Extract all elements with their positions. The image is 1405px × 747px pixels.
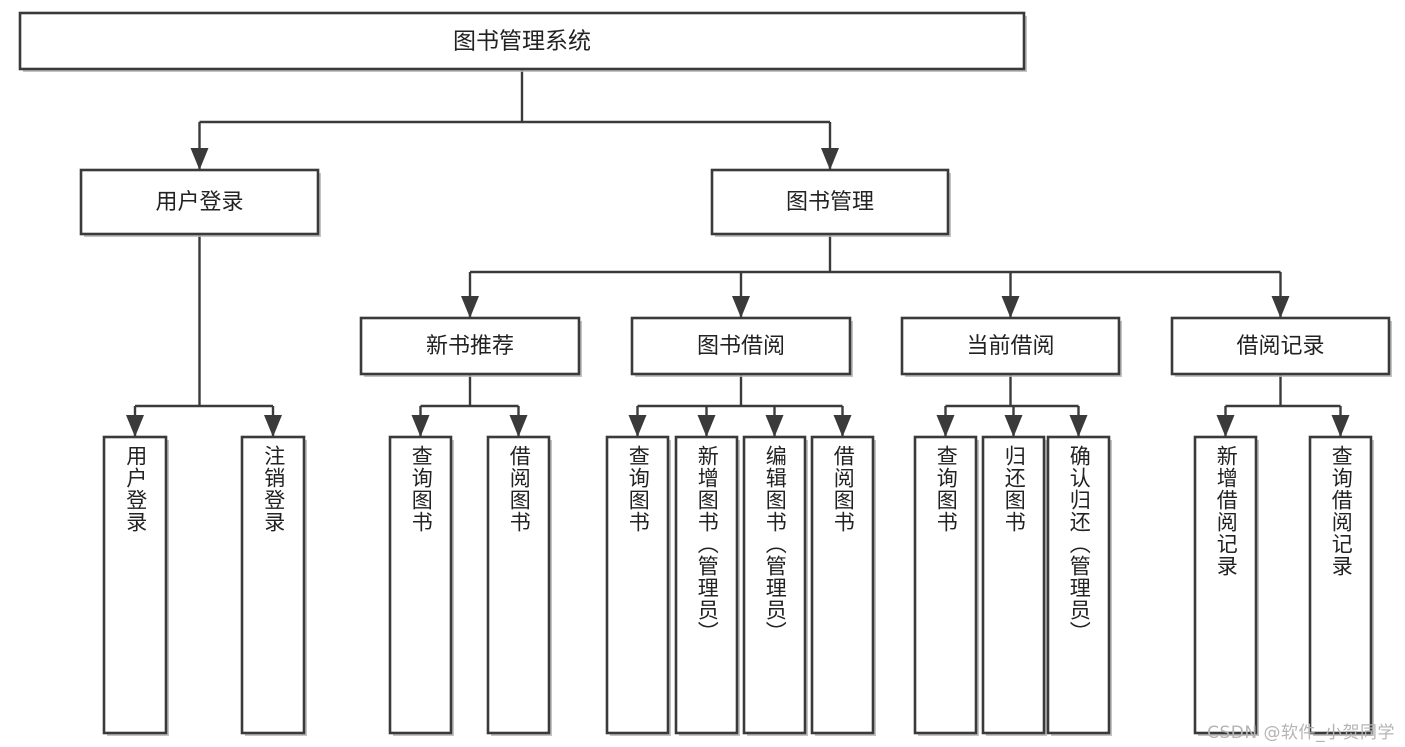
node-box-leaf-edit-book[interactable]	[742, 435, 807, 735]
node-box-leaf-add-record[interactable]	[1193, 435, 1258, 735]
node-box-leaf-query-book-rec[interactable]	[388, 435, 453, 735]
node-label-book-borrow: 图书借阅	[697, 334, 785, 359]
node-box-book-manage[interactable]	[710, 168, 950, 236]
arrow-head-icon	[411, 415, 430, 437]
arrow-head-icon	[1001, 296, 1020, 318]
arrow-head-icon	[697, 415, 716, 437]
arrow-head-icon	[264, 415, 282, 437]
node-label-book-manage: 图书管理	[786, 190, 874, 215]
node-box-current-borrow[interactable]	[900, 316, 1121, 376]
edges-layer	[126, 69, 1350, 437]
arrow-head-icon	[461, 296, 479, 318]
node-box-leaf-add-book[interactable]	[674, 435, 739, 735]
arrow-head-icon	[936, 415, 955, 437]
arrow-head-icon	[821, 148, 839, 170]
node-box-leaf-query-record[interactable]	[1308, 435, 1373, 735]
arrow-head-icon	[732, 296, 750, 318]
node-label-new-book-rec: 新书推荐	[426, 334, 514, 359]
arrow-head-icon	[509, 415, 528, 437]
node-label-borrow-record: 借阅记录	[1236, 334, 1324, 359]
node-box-leaf-return-book[interactable]	[981, 435, 1046, 735]
node-box-borrow-record[interactable]	[1170, 316, 1391, 376]
arrow-head-icon	[1216, 415, 1235, 437]
boxes-layer	[18, 11, 1392, 736]
node-box-leaf-user-logout[interactable]	[240, 435, 306, 735]
node-label-user-login: 用户登录	[155, 190, 243, 215]
arrow-head-icon	[1331, 415, 1350, 437]
arrow-head-icon	[628, 415, 647, 437]
arrow-head-icon	[1271, 296, 1290, 318]
arrow-head-icon	[126, 415, 144, 437]
node-box-book-borrow[interactable]	[630, 316, 852, 376]
node-box-leaf-borrow-book[interactable]	[810, 435, 875, 735]
node-box-leaf-borrow-book-rec[interactable]	[486, 435, 551, 735]
arrow-head-icon	[190, 148, 209, 170]
node-box-leaf-query-book-borrow[interactable]	[605, 435, 670, 735]
arrow-head-icon	[833, 415, 852, 437]
node-box-leaf-user-login[interactable]	[102, 435, 168, 735]
node-box-root[interactable]	[18, 11, 1026, 71]
node-box-leaf-query-book-cur[interactable]	[913, 435, 978, 735]
arrow-head-icon	[765, 415, 784, 437]
node-label-current-borrow: 当前借阅	[966, 334, 1054, 359]
node-box-leaf-confirm-return[interactable]	[1046, 435, 1111, 735]
arrow-head-icon	[1004, 415, 1023, 437]
node-box-new-book-rec[interactable]	[359, 316, 581, 376]
node-label-root: 图书管理系统	[453, 29, 591, 55]
node-box-user-login[interactable]	[79, 168, 320, 236]
arrow-head-icon	[1069, 415, 1088, 437]
